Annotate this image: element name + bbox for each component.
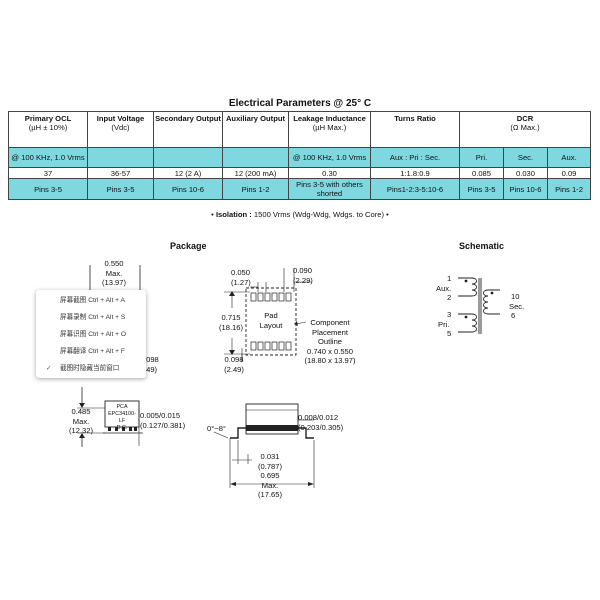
cell: Pins1-2:3-5:10-6 (370, 178, 460, 200)
pin-1-label: 1 (447, 274, 452, 283)
package-width-dimension: 0.550 Max. (13.97) (101, 259, 127, 287)
col-header-ocl: Primary OCL(µH ± 10%) (8, 111, 88, 148)
cell: Aux. (546, 147, 592, 168)
section-title: Electrical Parameters @ 25° C (228, 98, 372, 109)
transformer-schematic (458, 277, 500, 334)
col-header-dcr: DCR(Ω Max.) (458, 111, 592, 148)
cell: Pins 1-2 (546, 178, 592, 200)
electrical-parameters-table: Primary OCL(µH ± 10%) Input Voltage(Vdc)… (8, 111, 592, 200)
foot-length-dimension: 0.031 (0.787) (257, 452, 283, 471)
lead-angle-dimension: 0°~8° (207, 424, 226, 433)
cell (222, 147, 289, 168)
cell (87, 147, 154, 168)
cell: 0.09 (546, 167, 592, 179)
col-header-turns: Turns Ratio (370, 111, 460, 148)
cell: 1:1.8:0.9 (370, 167, 460, 179)
cell: Aux : Pri : Sec. (370, 147, 460, 168)
table-row: @ 100 KHz, 1.0 Vrms @ 100 KHz, 1.0 Vrms … (8, 147, 592, 168)
cell: Pins 3-5 (8, 178, 88, 200)
cell: 37 (8, 167, 88, 179)
aux-winding-label: Aux. (436, 284, 452, 293)
menu-item-screen-ocr[interactable]: 屏幕识图 Ctrl + Alt + O (60, 331, 126, 338)
schematic-heading: Schematic (459, 241, 505, 251)
pin-6-label: 6 (511, 311, 516, 320)
table-row: 37 36-57 12 (2 A) 12 (200 mA) 0.30 1:1.8… (8, 167, 592, 179)
table-header-row: Primary OCL(µH ± 10%) Input Voltage(Vdc)… (8, 111, 592, 148)
cell: 12 (2 A) (153, 167, 223, 179)
cell: @ 100 KHz, 1.0 Vrms (8, 147, 88, 168)
cell: Pins 1-2 (222, 178, 289, 200)
cell: 0.30 (288, 167, 371, 179)
pad-width-dimension: 0.090 (2.29) (293, 266, 313, 285)
cell (153, 147, 223, 168)
package-width-arrows (89, 265, 141, 293)
col-header-secondary: Secondary Output (153, 111, 223, 148)
pad-pitch-dimension: 0.050 (1.27) (231, 268, 251, 287)
cell: 0.030 (503, 167, 548, 179)
pad-length-dimension: 0.098 (2.49) (224, 355, 244, 374)
cell: @ 100 KHz, 1.0 Vrms (288, 147, 371, 168)
menu-item-screen-translate[interactable]: 屏幕翻译 Ctrl + Alt + F (60, 348, 125, 355)
package-height-dimension: 0.485 Max. (12.32) (68, 407, 94, 435)
col-header-auxiliary: Auxiliary Output (222, 111, 289, 148)
cell: Pins 3-5 (87, 178, 154, 200)
bullet-icon: • (386, 210, 389, 219)
pin-5-label: 5 (447, 329, 452, 338)
package-heading: Package (170, 241, 207, 251)
lead-width-dimension: 0.008/0.012 (0.203/0.305) (298, 413, 344, 432)
cell: Pins 10-6 (503, 178, 548, 200)
lead-thickness-arrow (138, 408, 140, 446)
sec-winding-label: Sec. (509, 302, 525, 311)
check-icon: ✓ (46, 365, 52, 372)
pad-layout-label: Pad Layout (259, 311, 283, 330)
menu-item-screenshot[interactable]: 屏幕截图 Ctrl + Alt + A (60, 297, 125, 304)
lead-thickness-dimension: 0.005/0.015 (0.127/0.381) (140, 411, 186, 430)
overall-length-dimension: 0.695 Max. (17.65) (257, 471, 283, 499)
cell: Sec. (503, 147, 548, 168)
package-marking: PCA EPC34100-LF D.C. (108, 404, 136, 431)
cell: Pri. (459, 147, 504, 168)
pad-span-dimension: 0.715 (18.16) (218, 313, 244, 332)
pin-3-label: 3 (447, 310, 452, 319)
col-header-input-voltage: Input Voltage(Vdc) (87, 111, 154, 148)
isolation-note: • Isolation : 1500 Vrms (Wdg-Wdg, Wdgs. … (211, 210, 389, 219)
menu-item-screen-record[interactable]: 屏幕录制 Ctrl + Alt + S (60, 314, 126, 321)
menu-item-hide-window[interactable]: ✓ 截图时隐藏当前窗口 (36, 360, 146, 377)
component-outline-note: Component Placement Outline 0.740 x 0.55… (304, 318, 356, 365)
package-side-view (213, 403, 315, 488)
pri-winding-label: Pri. (438, 320, 450, 329)
cell: 36-57 (87, 167, 154, 179)
col-header-leakage: Leakage Inductance(µH Max.) (288, 111, 371, 148)
cell: 12 (200 mA) (222, 167, 289, 179)
pad-layout-drawing (224, 268, 312, 362)
table-row: Pins 3-5 Pins 3-5 Pins 10-6 Pins 1-2 Pin… (8, 178, 592, 200)
cell: 0.085 (459, 167, 504, 179)
pin-2-label: 2 (447, 293, 452, 302)
bullet-icon: • (211, 210, 214, 219)
cell: Pins 3-5 (459, 178, 504, 200)
cell: Pins 3-5 with others shorted (288, 178, 371, 200)
pin-10-label: 10 (511, 292, 520, 301)
partial-dimension: .098 .49) (144, 355, 159, 374)
screenshot-context-menu: 屏幕截图 Ctrl + Alt + A 屏幕录制 Ctrl + Alt + S … (36, 290, 146, 378)
cell: Pins 10-6 (153, 178, 223, 200)
